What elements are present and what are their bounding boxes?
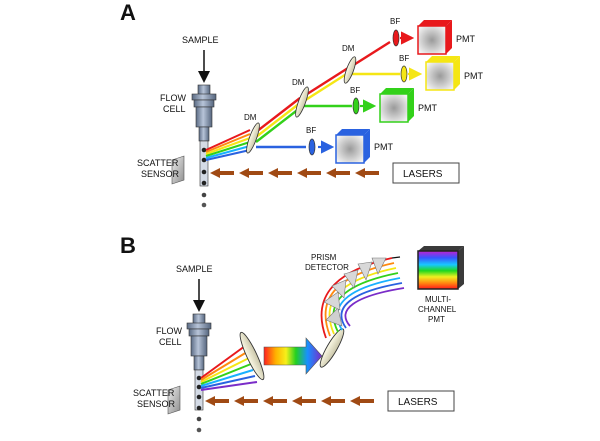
- multichannel-pmt-label-3: PMT: [428, 315, 445, 324]
- prism-detector-label-2: DETECTOR: [305, 263, 349, 272]
- cell-particles: [201, 147, 207, 208]
- flow-cell-label-2: CELL: [159, 337, 182, 347]
- scatter-sensor-label-1: SCATTER: [137, 158, 179, 168]
- dm-label-3: DM: [342, 44, 355, 53]
- scatter-sensor-label-1: SCATTER: [133, 388, 175, 398]
- lasers-box: [387, 390, 455, 412]
- lasers-label: LASERS: [398, 397, 438, 408]
- prism-detector-label-1: PRISM: [311, 253, 337, 262]
- scatter-sensor-label-2: SENSOR: [141, 169, 180, 179]
- pmt-label-yellow: PMT: [464, 71, 484, 81]
- lasers-box: [392, 162, 460, 184]
- panel-b: B SAMPLE FLOW CELL SCATTER SENSOR: [120, 233, 464, 433]
- pmt-label-green: PMT: [418, 103, 438, 113]
- scatter-sensor-label-2: SENSOR: [137, 399, 176, 409]
- pmt-red: [417, 20, 452, 55]
- collecting-lens: [239, 331, 265, 381]
- spectrum-arrow: [263, 337, 323, 375]
- bf-label-yellow: BF: [399, 54, 409, 63]
- multichannel-pmt-label-1: MULTI-: [425, 295, 451, 304]
- beam-paths: [255, 31, 423, 154]
- bf-label-green: BF: [350, 86, 360, 95]
- pmt-blue: [335, 129, 370, 164]
- cell-particles: [196, 375, 202, 433]
- flow-cell-label-2: CELL: [163, 104, 186, 114]
- flow-cell-label-1: FLOW: [160, 93, 187, 103]
- emission-fan: [205, 129, 251, 161]
- pmt-label-red: PMT: [456, 34, 476, 44]
- pmt-label-blue: PMT: [374, 142, 394, 152]
- multichannel-pmt: [417, 246, 464, 290]
- dichroic-mirrors: [246, 56, 357, 154]
- panel-a: A SAMPLE FLOW CELL SCATTER SEN: [120, 0, 484, 208]
- dm-label-2: DM: [292, 78, 305, 87]
- panel-letter: B: [120, 233, 136, 258]
- flow-cell: [191, 84, 217, 187]
- bf-label-red: BF: [390, 17, 400, 26]
- prism-elements: [323, 257, 387, 327]
- laser-beam-arrows: [205, 396, 374, 406]
- lasers-label: LASERS: [403, 169, 443, 180]
- multichannel-pmt-label-2: CHANNEL: [418, 305, 457, 314]
- flow-cell-label-1: FLOW: [156, 326, 183, 336]
- dm-label-1: DM: [244, 113, 257, 122]
- scatter-sensor: [167, 385, 181, 415]
- scatter-sensor: [171, 155, 185, 185]
- focusing-lens: [319, 328, 345, 368]
- band-filters: [308, 29, 408, 156]
- panel-letter: A: [120, 0, 136, 25]
- sample-label: SAMPLE: [176, 264, 213, 274]
- sample-label: SAMPLE: [182, 35, 219, 45]
- pmt-yellow: [425, 56, 460, 91]
- laser-beam-arrows: [210, 168, 379, 178]
- pmt-green: [379, 88, 414, 123]
- bf-label-blue: BF: [306, 126, 316, 135]
- emission-fan: [200, 345, 258, 391]
